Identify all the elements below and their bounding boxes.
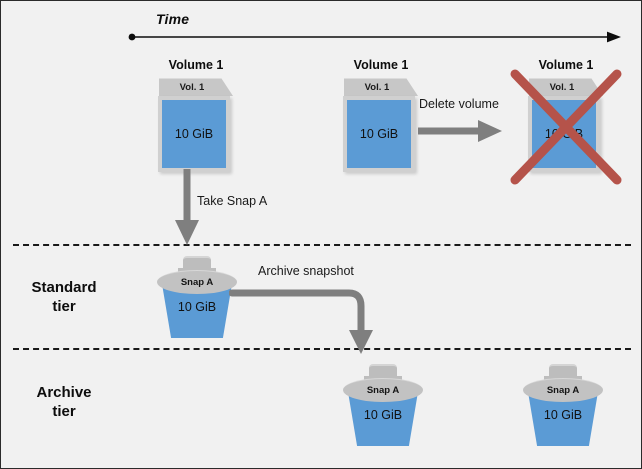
tier-label-archive-line2: tier — [52, 402, 76, 420]
delete-volume-arrow-icon — [418, 120, 502, 142]
volume-icon-initial: Volume 1 Vol. 1 10 GiB — [141, 58, 251, 175]
snapshot-icon-standard: 10 GiB Snap A 10 GiB — [147, 256, 247, 348]
volume-caption: Volume 1 — [353, 58, 409, 72]
volume-body-shape — [158, 96, 230, 172]
delete-volume-arrow-label: Delete volume — [419, 97, 499, 111]
snapshot-lid-label: Snap A — [180, 276, 214, 288]
tier-label-standard-line2: tier — [52, 297, 76, 315]
delete-cross-icon — [510, 69, 622, 185]
snapshot-icon-archive-2: 10 GiB Snap A 10 GiB — [513, 364, 613, 456]
volume-size-label: 10 GiB — [174, 127, 214, 141]
volume-icon-before-delete: Volume 1 Vol. 1 10 GiB — [326, 58, 436, 175]
volume-tab-label: Vol. 1 — [364, 82, 390, 93]
volume-glyph-icon: Vol. 1 10 GiB — [326, 78, 436, 175]
snapshot-lid-label: Snap A — [366, 384, 400, 396]
snapshot-size-label: 10 GiB — [363, 408, 403, 422]
snapshot-size-label: 10 GiB — [543, 408, 583, 422]
snapshot-size-label: 10 GiB — [177, 300, 217, 314]
tier-label-standard: Standard tier — [9, 279, 119, 317]
volume-caption: Volume 1 — [168, 58, 224, 72]
volume-icon-deleted: Volume 1 Vol. 1 10 GiB — [510, 58, 622, 185]
volume-body-shape — [343, 96, 415, 172]
volume-tab-label: Vol. 1 — [549, 82, 575, 93]
volume-glyph-icon: Vol. 1 10 GiB — [141, 78, 251, 175]
volume-glyph-icon: Vol. 1 10 GiB — [510, 69, 622, 185]
snapshot-lid-shape — [343, 378, 423, 402]
archive-snapshot-arrow-label: Archive snapshot — [258, 264, 354, 278]
volume-caption: Volume 1 — [538, 58, 594, 72]
take-snap-a-arrow-icon — [175, 169, 199, 245]
time-axis-label: Time — [156, 11, 190, 27]
volume-size-label: 10 GiB — [359, 127, 399, 141]
tier-label-standard-line1: Standard — [31, 279, 97, 296]
volume-tab-shape — [344, 78, 418, 96]
snapshot-lid-shape — [157, 270, 237, 294]
time-axis-arrow — [128, 31, 621, 43]
volume-tab-label: Vol. 1 — [179, 82, 205, 93]
snapshot-lid-label: Snap A — [546, 384, 580, 396]
tier-label-archive-line1: Archive — [36, 384, 92, 401]
tier-divider-archive — [13, 348, 631, 350]
snapshot-lid-shape — [523, 378, 603, 402]
volume-tab-shape — [159, 78, 233, 96]
take-snap-a-arrow-label: Take Snap A — [197, 194, 268, 208]
archive-snapshot-arrow-icon — [229, 289, 373, 354]
volume-tab-shape — [529, 78, 603, 96]
tier-divider-standard — [13, 244, 631, 246]
tier-label-archive: Archive tier — [9, 384, 119, 422]
snapshot-icon-archive-1: 10 GiB Snap A 10 GiB — [333, 364, 433, 456]
